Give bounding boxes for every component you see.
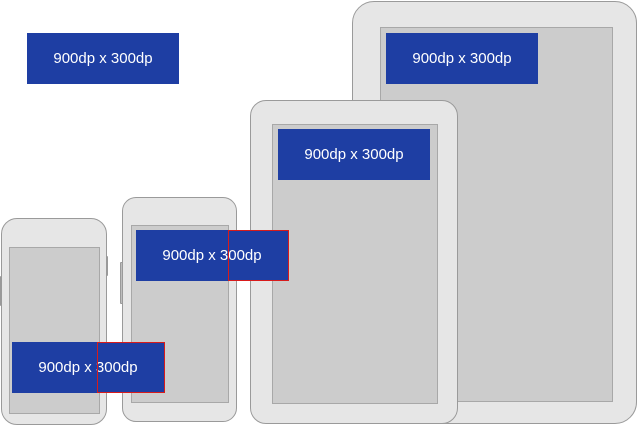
banner-reference: 900dp x 300dp [27, 33, 179, 84]
banner-on-phablet: 900dp x 300dp [136, 230, 288, 281]
banner-on-tablet-10: 900dp x 300dp [386, 33, 538, 84]
banner-on-tablet-7: 900dp x 300dp [278, 129, 430, 180]
banner-on-phone: 900dp x 300dp [12, 342, 164, 393]
phone-device [1, 218, 107, 425]
